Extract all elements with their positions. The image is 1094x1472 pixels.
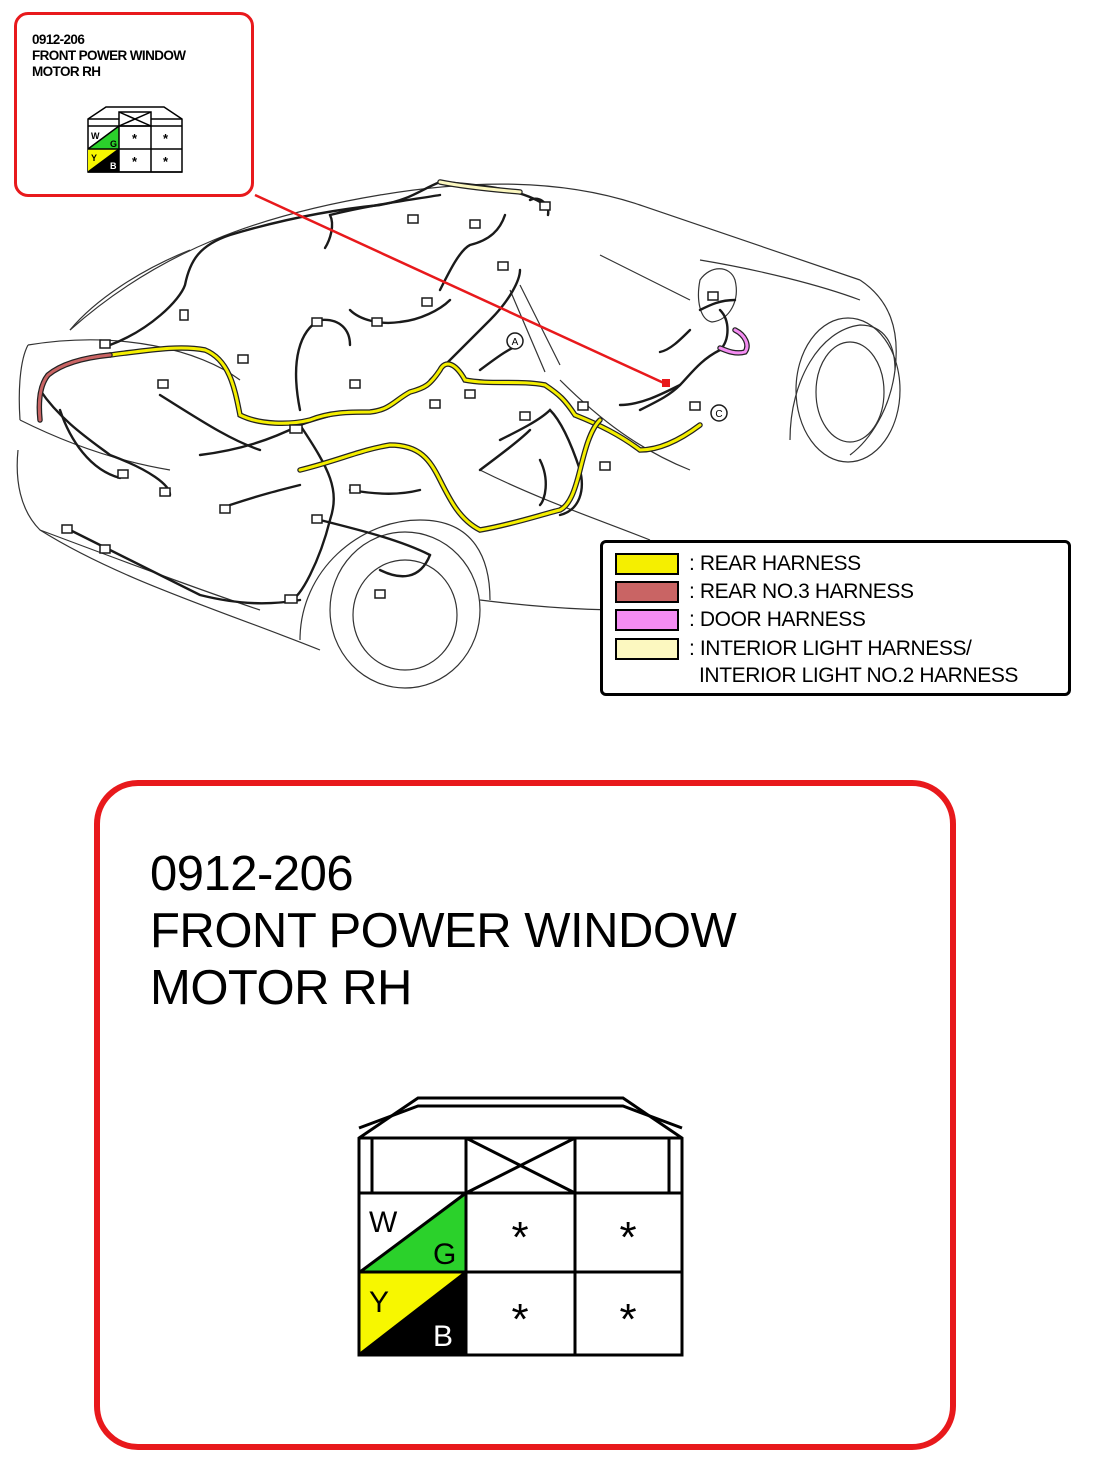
legend-swatch bbox=[615, 609, 679, 631]
legend-label-continuation: INTERIOR LIGHT NO.2 HARNESS bbox=[699, 664, 1019, 687]
legend-swatch bbox=[615, 581, 679, 603]
mini-terminal-w-label: W bbox=[91, 131, 100, 141]
mini-unused-mark: * bbox=[163, 154, 169, 169]
legend-item: : REAR HARNESS bbox=[615, 552, 861, 575]
marker-c-circle bbox=[710, 404, 728, 422]
mini-connector-face: W G Y B * * * * bbox=[87, 106, 183, 173]
marker-a-label: A bbox=[512, 337, 519, 348]
mini-unused-mark: * bbox=[132, 131, 138, 146]
door-harness-wiring bbox=[717, 327, 750, 356]
connector-name-line2: MOTOR RH bbox=[150, 961, 412, 1015]
mini-terminal-b-label: B bbox=[110, 161, 117, 171]
callout-leader-line bbox=[254, 193, 667, 386]
terminal-b-label: B bbox=[433, 1320, 453, 1353]
unused-terminal-mark: * bbox=[619, 1213, 636, 1262]
mini-terminal-y-label: Y bbox=[91, 153, 97, 163]
legend-label: : DOOR HARNESS bbox=[689, 608, 866, 631]
legend-label: : REAR HARNESS bbox=[689, 552, 861, 575]
legend-label: : REAR NO.3 HARNESS bbox=[689, 580, 914, 603]
legend-item: : REAR NO.3 HARNESS bbox=[615, 580, 914, 603]
interior-light-harness-wiring bbox=[437, 179, 523, 195]
terminal-g-label: G bbox=[433, 1238, 456, 1271]
marker-c-label: C bbox=[715, 409, 722, 420]
connector-code: 0912-206 bbox=[150, 847, 354, 901]
harness-legend: : REAR HARNESS : REAR NO.3 HARNESS : DOO… bbox=[600, 540, 1071, 696]
terminal-w-label: W bbox=[369, 1206, 398, 1239]
unused-terminal-mark: * bbox=[511, 1213, 528, 1262]
legend-label: : INTERIOR LIGHT HARNESS/ bbox=[689, 637, 972, 660]
car-body-outline bbox=[16, 183, 901, 689]
legend-swatch bbox=[615, 553, 679, 575]
diagram-markers: A C bbox=[506, 332, 728, 422]
connector-name-line1: FRONT POWER WINDOW bbox=[150, 904, 737, 958]
terminal-y-label: Y bbox=[369, 1286, 389, 1319]
mini-unused-mark: * bbox=[132, 154, 138, 169]
connector-callout-large-title: 0912-206 FRONT POWER WINDOW MOTOR RH bbox=[150, 846, 737, 1017]
unused-terminal-mark: * bbox=[619, 1295, 636, 1344]
rear-no3-harness-wiring bbox=[36, 352, 113, 423]
connector-face: W G Y B * * * * bbox=[357, 1096, 684, 1357]
unused-terminal-mark: * bbox=[511, 1295, 528, 1344]
marker-a-circle bbox=[506, 332, 524, 350]
legend-swatch bbox=[615, 638, 679, 660]
mini-connector-name-line1: FRONT POWER WINDOW bbox=[32, 48, 186, 63]
mini-unused-mark: * bbox=[163, 131, 169, 146]
mini-terminal-g-label: G bbox=[110, 139, 117, 149]
legend-item: : INTERIOR LIGHT HARNESS/ bbox=[615, 637, 972, 660]
legend-item-continuation: INTERIOR LIGHT NO.2 HARNESS bbox=[699, 664, 1019, 687]
car-harness-illustration: A C bbox=[16, 179, 901, 689]
connector-location-marker bbox=[662, 379, 670, 387]
harness-connectors bbox=[61, 201, 719, 604]
connector-callout-small-title: 0912-206 FRONT POWER WINDOW MOTOR RH bbox=[32, 32, 186, 80]
legend-item: : DOOR HARNESS bbox=[615, 608, 866, 631]
mini-connector-name-line2: MOTOR RH bbox=[32, 64, 101, 79]
connector-callout-small bbox=[14, 12, 254, 197]
rear-harness-wiring bbox=[107, 345, 703, 533]
connector-callout-large bbox=[94, 780, 956, 1450]
mini-connector-code: 0912-206 bbox=[32, 32, 85, 47]
